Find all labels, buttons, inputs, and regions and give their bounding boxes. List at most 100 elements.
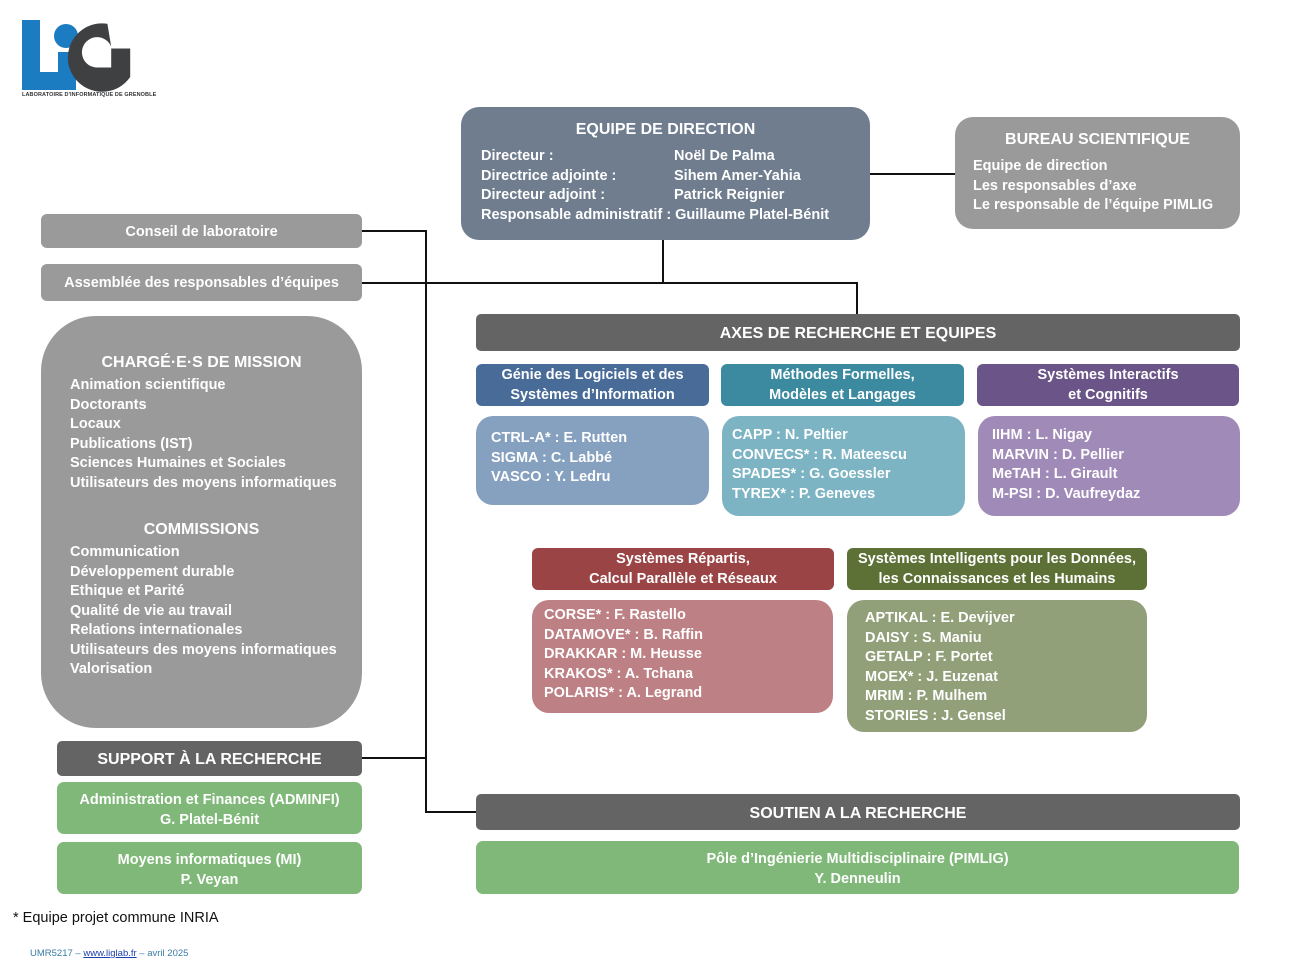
connector-support xyxy=(362,757,427,759)
bureau-title: BUREAU SCIENTIFIQUE xyxy=(1005,131,1190,148)
axis-teams-methodes-formelles: CAPP : N. Peltier CONVECS* : R. Mateescu… xyxy=(722,416,965,516)
team-item: SPADES* : G. Goessler xyxy=(732,466,891,482)
support-unit-name: Administration et Finances (ADMINFI) xyxy=(79,792,340,808)
axis-title-line: Modèles et Langages xyxy=(769,386,916,403)
missions-commissions-panel: CHARGÉ·E·S DE MISSION Animation scientif… xyxy=(41,316,362,728)
team-item: CTRL-A* : E. Rutten xyxy=(491,430,628,446)
team-item: MeTAH : L. Girault xyxy=(992,466,1118,482)
bureau-item: Les responsables d’axe xyxy=(973,177,1137,194)
direction-name: Sihem Amer-Yahia xyxy=(674,167,801,184)
logo-letter-g xyxy=(67,23,131,92)
direction-name: Noël De Palma xyxy=(674,148,775,164)
soutien-unit-name: Pôle d’Ingénierie Multidisciplinaire (PI… xyxy=(706,851,1009,867)
connector-left-vertical xyxy=(425,230,427,813)
axis-title-line: Génie des Logiciels et des xyxy=(501,367,684,383)
team-item: STORIES : J. Gensel xyxy=(865,707,1006,724)
axis-header-genie-logiciel: Génie des Logiciels et des Systèmes d’In… xyxy=(476,364,709,406)
team-item: CORSE* : F. Rastello xyxy=(544,607,686,623)
team-item: GETALP : F. Portet xyxy=(865,649,993,665)
direction-row: Directrice adjointe : Sihem Amer-Yahia xyxy=(481,167,850,187)
footer: UMR5217 – www.liglab.fr – avril 2025 xyxy=(30,948,188,959)
support-unit-adminfi: Administration et Finances (ADMINFI) G. … xyxy=(57,782,362,834)
direction-title: EQUIPE DE DIRECTION xyxy=(575,121,756,138)
support-unit-head: G. Platel-Bénit xyxy=(159,811,260,828)
connector-soutien xyxy=(425,811,477,813)
connector-direction-down xyxy=(662,240,664,284)
axis-title-line: Méthodes Formelles, xyxy=(770,367,915,383)
connector-direction-bureau xyxy=(870,173,956,175)
axis-title-line: Systèmes Interactifs xyxy=(1037,367,1179,383)
soutien-unit-head: Y. Denneulin xyxy=(814,870,901,887)
axis-teams-systemes-intelligents: APTIKAL : E. Devijver DAISY : S. Maniu G… xyxy=(847,600,1147,732)
axis-header-methodes-formelles: Méthodes Formelles, Modèles et Langages xyxy=(721,364,964,406)
direction-panel: EQUIPE DE DIRECTION Directeur : Noël De … xyxy=(461,107,870,240)
direction-row: Directeur : Noël De Palma xyxy=(481,147,850,167)
support-recherche-header: SUPPORT À LA RECHERCHE xyxy=(57,741,362,776)
direction-row: Directeur adjoint : Patrick Reignier xyxy=(481,186,850,206)
assemblee-responsables-box: Assemblée des responsables d’équipes xyxy=(41,264,362,301)
commission-item: Ethique et Parité xyxy=(70,583,185,599)
direction-role: Directeur : xyxy=(481,148,554,164)
footnote: * Equipe projet commune INRIA xyxy=(13,910,219,926)
team-item: CAPP : N. Peltier xyxy=(732,427,848,443)
soutien-recherche-header: SOUTIEN A LA RECHERCHE xyxy=(476,794,1240,830)
support-unit-name: Moyens informatiques (MI) xyxy=(117,852,302,868)
team-item: M-PSI : D. Vaufreydaz xyxy=(992,485,1141,502)
axes-recherche-header: AXES DE RECHERCHE ET EQUIPES xyxy=(476,314,1240,351)
mission-item: Doctorants xyxy=(70,396,147,413)
direction-name: Guillaume Platel-Bénit xyxy=(675,206,830,223)
conseil-laboratoire-box: Conseil de laboratoire xyxy=(41,214,362,248)
bureau-scientifique-panel: BUREAU SCIENTIFIQUE Equipe de direction … xyxy=(955,117,1240,229)
axis-header-systemes-interactifs: Systèmes Interactifs et Cognitifs xyxy=(977,364,1239,406)
mission-item: Publications (IST) xyxy=(70,435,193,452)
axis-title-line: Systèmes d’Information xyxy=(510,386,675,403)
axis-title-line: Calcul Parallèle et Réseaux xyxy=(589,570,777,587)
axis-header-systemes-repartis: Systèmes Répartis, Calcul Parallèle et R… xyxy=(532,548,834,590)
axis-teams-genie-logiciel: CTRL-A* : E. Rutten SIGMA : C. Labbé VAS… xyxy=(476,416,709,505)
direction-name: Patrick Reignier xyxy=(674,187,785,203)
commission-item: Communication xyxy=(70,544,180,560)
footer-suffix: – avril 2025 xyxy=(136,948,189,959)
direction-role: Directrice adjointe : xyxy=(481,167,617,184)
team-item: TYREX* : P. Geneves xyxy=(732,485,876,502)
axis-teams-systemes-interactifs: IIHM : L. Nigay MARVIN : D. Pellier MeTA… xyxy=(978,416,1240,516)
team-item: MARVIN : D. Pellier xyxy=(992,446,1124,463)
direction-role: Directeur adjoint : xyxy=(481,187,606,203)
mission-item: Sciences Humaines et Sociales xyxy=(70,455,286,471)
team-item: MRIM : P. Mulhem xyxy=(865,688,988,704)
team-item: IIHM : L. Nigay xyxy=(992,427,1092,443)
commission-item: Développement durable xyxy=(70,563,235,580)
direction-role: Responsable administratif : xyxy=(481,206,672,223)
footer-prefix: UMR5217 – xyxy=(30,948,84,959)
axis-teams-systemes-repartis: CORSE* : F. Rastello DATAMOVE* : B. Raff… xyxy=(532,600,833,713)
connector-assemblee-axes xyxy=(362,282,858,284)
commissions-title: COMMISSIONS xyxy=(143,521,260,538)
team-item: POLARIS* : A. Legrand xyxy=(544,685,703,701)
missions-title: CHARGÉ·E·S DE MISSION xyxy=(101,354,302,371)
commission-item: Relations internationales xyxy=(70,622,243,638)
team-item: KRAKOS* : A. Tchana xyxy=(544,665,694,682)
connector-axes-down xyxy=(856,282,858,315)
team-item: VASCO : Y. Ledru xyxy=(491,469,611,485)
team-item: APTIKAL : E. Devijver xyxy=(865,610,1015,626)
bureau-item: Equipe de direction xyxy=(973,158,1108,174)
connector-conseil xyxy=(362,230,427,232)
mission-item: Locaux xyxy=(70,416,121,432)
axis-title-line: Systèmes Intelligents pour les Données, xyxy=(858,551,1136,567)
soutien-unit-pimlig: Pôle d’Ingénierie Multidisciplinaire (PI… xyxy=(476,841,1239,894)
mission-item: Utilisateurs des moyens informatiques xyxy=(70,474,337,491)
footer-website-link[interactable]: www.liglab.fr xyxy=(83,948,137,959)
support-unit-head: P. Veyan xyxy=(180,871,239,888)
team-item: MOEX* : J. Euzenat xyxy=(865,668,998,685)
support-unit-mi: Moyens informatiques (MI) P. Veyan xyxy=(57,842,362,894)
axis-title-line: et Cognitifs xyxy=(1068,386,1148,403)
commission-item: Qualité de vie au travail xyxy=(70,602,232,619)
team-item: DRAKKAR : M. Heusse xyxy=(544,646,702,662)
axis-title-line: les Connaissances et les Humains xyxy=(878,570,1116,587)
lig-logo xyxy=(22,20,131,92)
team-item: DAISY : S. Maniu xyxy=(865,629,982,646)
direction-row: Responsable administratif : Guillaume Pl… xyxy=(481,206,850,226)
logo-caption: LABORATOIRE D'INFORMATIQUE DE GRENOBLE xyxy=(22,92,157,98)
mission-item: Animation scientifique xyxy=(70,377,226,393)
axis-header-systemes-intelligents: Systèmes Intelligents pour les Données, … xyxy=(847,548,1147,590)
